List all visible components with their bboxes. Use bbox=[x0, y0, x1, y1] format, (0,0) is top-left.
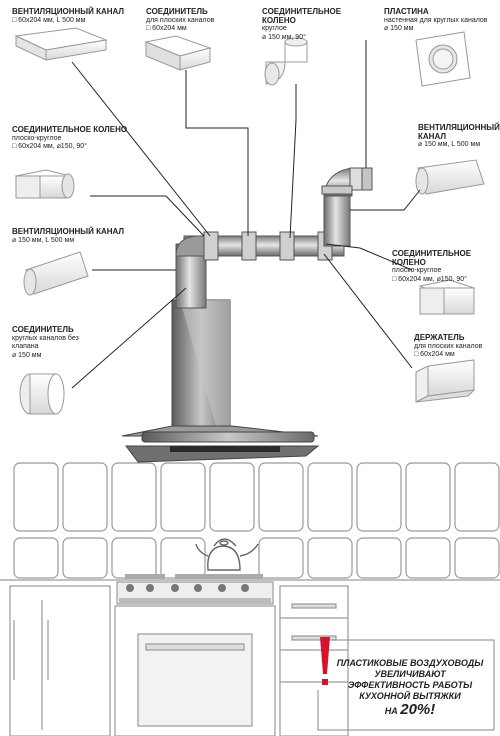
label-sub: настенная для круглых каналов bbox=[384, 16, 488, 24]
round-elbow-thumb bbox=[264, 37, 308, 86]
callout-lines bbox=[71, 40, 421, 389]
ducting bbox=[175, 167, 373, 309]
label-spec: ⌀ 150 мм, L 500 мм bbox=[418, 141, 481, 148]
promo-line-3: ЭФФЕКТИВНОСТЬ РАБОТЫ bbox=[347, 680, 473, 690]
label-title: СОЕДИНИТЕЛЬНОЕ КОЛЕНО bbox=[392, 249, 472, 267]
label-spec: ⌀ 150 мм bbox=[384, 25, 414, 32]
label-title: ВЕНТИЛЯЦИОННЫЙ КАНАЛ bbox=[12, 7, 124, 16]
promo-line-5: НА 20%! bbox=[332, 701, 488, 718]
label-flat-connector: СОЕДИНИТЕЛЬ для плоских каналов □ 60x204… bbox=[146, 7, 215, 34]
label-spec: □ 60x204 мм bbox=[146, 25, 187, 32]
label-spec: ⌀ 150 мм, L 500 мм bbox=[12, 236, 75, 244]
label-title: ВЕНТИЛЯЦИОННЫЙ КАНАЛ bbox=[12, 227, 124, 236]
label-title: СОЕДИНИТЕЛЬНОЕ КОЛЕНО bbox=[262, 7, 342, 25]
label-sub: круглое bbox=[262, 25, 287, 32]
flat-connector-thumb bbox=[144, 35, 212, 71]
promo-exclamation-icon bbox=[320, 637, 330, 685]
label-round-elbow: СОЕДИНИТЕЛЬНОЕ КОЛЕНО круглое ⌀ 150 мм, … bbox=[262, 7, 346, 42]
label-flat-round-elbow: СОЕДИНИТЕЛЬНОЕ КОЛЕНО плоско-круглое □ 6… bbox=[12, 125, 130, 152]
flat-round-elbow-thumb bbox=[14, 169, 75, 199]
kettle-icon bbox=[195, 538, 259, 571]
wall-plate-thumb bbox=[415, 31, 471, 87]
label-spec: ⌀ 150 мм bbox=[12, 351, 42, 359]
label-wall-plate: ПЛАСТИНА настенная для круглых каналов ⌀… bbox=[384, 7, 494, 34]
promo-banner: ПЛАСТИКОВЫЕ ВОЗДУХОВОДЫ УВЕЛИЧИВАЮТ ЭФФЕ… bbox=[318, 640, 494, 730]
flat-round-elbow-right-thumb bbox=[418, 279, 476, 315]
range-hood bbox=[121, 299, 320, 463]
label-title: СОЕДИНИТЕЛЬ bbox=[146, 7, 208, 16]
label-holder: ДЕРЖАТЕЛЬ для плоских каналов □ 60x204 м… bbox=[414, 333, 498, 360]
label-round-channel-left: ВЕНТИЛЯЦИОННЫЙ КАНАЛ ⌀ 150 мм, L 500 мм bbox=[12, 227, 142, 245]
label-sub: плоско-круглое bbox=[12, 134, 62, 142]
label-round-connector: СОЕДИНИТЕЛЬ круглых каналов без клапана … bbox=[12, 325, 86, 360]
wall-tiles bbox=[13, 462, 500, 579]
promo-line-2: УВЕЛИЧИВАЮТ bbox=[374, 669, 446, 679]
label-title: ДЕРЖАТЕЛЬ bbox=[414, 333, 465, 342]
round-channel-left-thumb bbox=[23, 251, 89, 296]
label-title: СОЕДИНИТЕЛЬНОЕ КОЛЕНО bbox=[12, 125, 128, 134]
promo-line-1: ПЛАСТИКОВЫЕ ВОЗДУХОВОДЫ bbox=[336, 658, 484, 668]
product-thumbnails bbox=[14, 27, 485, 415]
round-connector-thumb bbox=[19, 373, 65, 415]
promo-line-4: КУХОННОЙ ВЫТЯЖКИ bbox=[359, 691, 461, 701]
label-spec: ⌀ 150 мм, 90° bbox=[262, 33, 306, 41]
label-sub: для плоских каналов bbox=[146, 16, 215, 24]
promo-value: 20%! bbox=[400, 701, 436, 718]
label-title: ПЛАСТИНА bbox=[384, 7, 429, 16]
holder-thumb bbox=[415, 359, 476, 403]
label-sub: плоско-круглое bbox=[392, 267, 442, 274]
promo-prefix: НА bbox=[384, 706, 398, 716]
label-sub: круглых каналов без клапана bbox=[12, 334, 79, 351]
label-round-channel-right: ВЕНТИЛЯЦИОННЫЙ КАНАЛ ⌀ 150 мм, L 500 мм bbox=[418, 123, 500, 150]
label-spec: □ 60x204 мм, L 500 мм bbox=[12, 16, 86, 24]
label-spec: □ 60x204 мм, ⌀150, 90° bbox=[12, 143, 87, 150]
label-spec: □ 60x204 мм, ⌀150, 90° bbox=[392, 275, 467, 283]
promo-frame bbox=[317, 639, 495, 731]
label-title: СОЕДИНИТЕЛЬ bbox=[12, 325, 74, 334]
label-flat-round-elbow-right: СОЕДИНИТЕЛЬНОЕ КОЛЕНО плоско-круглое □ 6… bbox=[392, 249, 496, 284]
label-flat-channel: ВЕНТИЛЯЦИОННЫЙ КАНАЛ □ 60x204 мм, L 500 … bbox=[12, 7, 124, 25]
label-sub: для плоских каналов bbox=[414, 342, 483, 350]
flat-channel-thumb bbox=[14, 27, 108, 61]
stove bbox=[116, 574, 274, 605]
label-title: ВЕНТИЛЯЦИОННЫЙ КАНАЛ bbox=[418, 123, 500, 141]
label-spec: □ 60x204 мм bbox=[414, 351, 455, 358]
round-channel-right-thumb bbox=[415, 159, 485, 195]
kitchen-cabinets bbox=[0, 579, 500, 736]
